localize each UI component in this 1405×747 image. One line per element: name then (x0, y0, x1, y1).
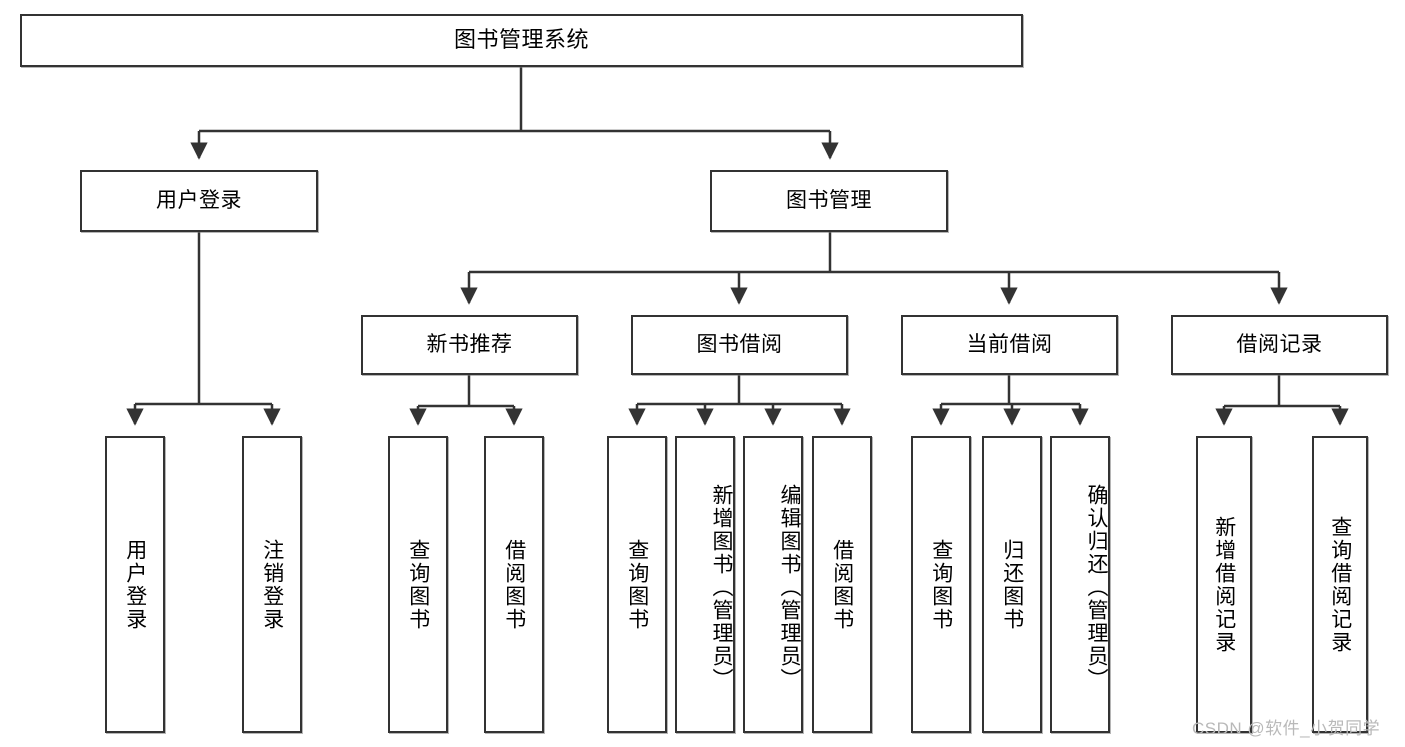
leaf-node-query-book-current[interactable]: 查询图书 (911, 436, 971, 733)
edge-group-new-book-rec (409, 375, 523, 426)
csdn-watermark: CSDN @软件_小贺同学 (1192, 719, 1381, 738)
node-new-book-recommendation[interactable]: 新书推荐 (361, 315, 578, 375)
leaf-node-query-book-new-rec[interactable]: 查询图书 (388, 436, 448, 733)
edge-group-user-login (126, 232, 281, 426)
leaf-node-edit-book-admin[interactable]: 编辑图书（管理员） (743, 436, 803, 733)
leaf-node-query-borrow-record[interactable]: 查询借阅记录 (1312, 436, 1368, 733)
edge-group-book-manage (460, 232, 1288, 305)
node-borrowing-record[interactable]: 借阅记录 (1171, 315, 1388, 375)
leaf-node-borrow-book-new-rec[interactable]: 借阅图书 (484, 436, 544, 733)
node-book-management[interactable]: 图书管理 (710, 170, 948, 232)
leaf-node-add-borrow-record[interactable]: 新增借阅记录 (1196, 436, 1252, 733)
edge-group-current-borrow (932, 375, 1089, 426)
leaf-node-confirm-return-admin[interactable]: 确认归还（管理员） (1050, 436, 1110, 733)
edge-group-book-borrow (628, 375, 851, 426)
leaf-node-query-book-borrow[interactable]: 查询图书 (607, 436, 667, 733)
leaf-node-add-book-admin[interactable]: 新增图书（管理员） (675, 436, 735, 733)
edge-group-root (190, 67, 839, 160)
edge-group-borrow-record (1215, 375, 1349, 426)
node-user-login[interactable]: 用户登录 (80, 170, 318, 232)
leaf-node-user-login[interactable]: 用户登录 (105, 436, 165, 733)
leaf-node-borrow-book[interactable]: 借阅图书 (812, 436, 872, 733)
node-root-book-management-system[interactable]: 图书管理系统 (20, 14, 1023, 67)
node-current-borrowing[interactable]: 当前借阅 (901, 315, 1118, 375)
leaf-node-user-logout[interactable]: 注销登录 (242, 436, 302, 733)
leaf-node-return-book[interactable]: 归还图书 (982, 436, 1042, 733)
node-book-borrowing[interactable]: 图书借阅 (631, 315, 848, 375)
